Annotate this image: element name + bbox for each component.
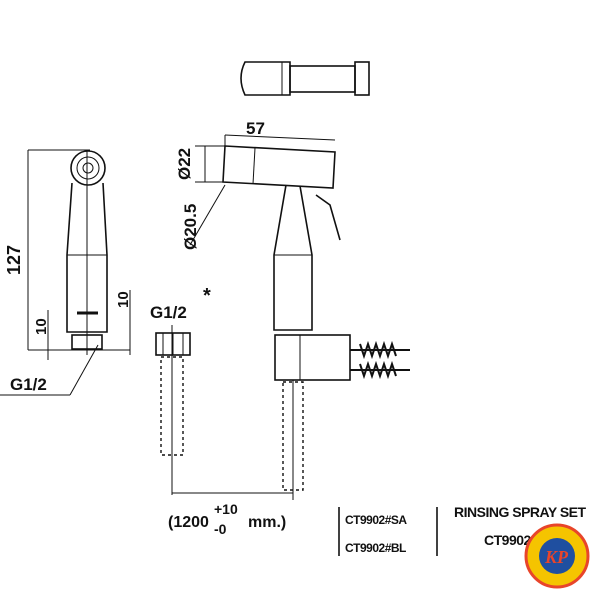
asterisk-note: * xyxy=(203,285,211,307)
main-view-sprayer xyxy=(172,134,410,500)
hose-length-dimension: (1200 +10 -0 mm.) xyxy=(168,501,286,537)
top-view-cylinder xyxy=(240,61,370,96)
thread-label-side: G1/2 xyxy=(10,375,47,394)
hose-left xyxy=(155,325,191,495)
thread-label-hose: G1/2 xyxy=(150,303,187,322)
dim-10-right: 10 xyxy=(115,291,132,308)
dim-dia-20-5: Ø20.5 xyxy=(181,204,200,250)
side-view xyxy=(0,149,131,396)
hose-length-unit: mm.) xyxy=(248,514,286,531)
dim-10-left: 10 xyxy=(33,318,50,335)
dim-height-127: 127 xyxy=(4,245,24,275)
kp-logo: KP xyxy=(524,523,590,589)
model-code-sa: CT9902#SA xyxy=(345,513,407,527)
model-code-bl: CT9902#BL xyxy=(345,541,406,555)
hose-tol-plus: +10 xyxy=(214,501,238,517)
svg-text:KP: KP xyxy=(544,547,569,567)
hose-length-value: (1200 xyxy=(168,514,209,531)
hose-tol-minus: -0 xyxy=(214,521,227,537)
dim-width-57: 57 xyxy=(246,119,265,138)
product-code: CT9902 xyxy=(484,532,532,548)
product-name: RINSING SPRAY SET xyxy=(454,504,586,520)
dim-dia-22: Ø22 xyxy=(175,148,194,180)
